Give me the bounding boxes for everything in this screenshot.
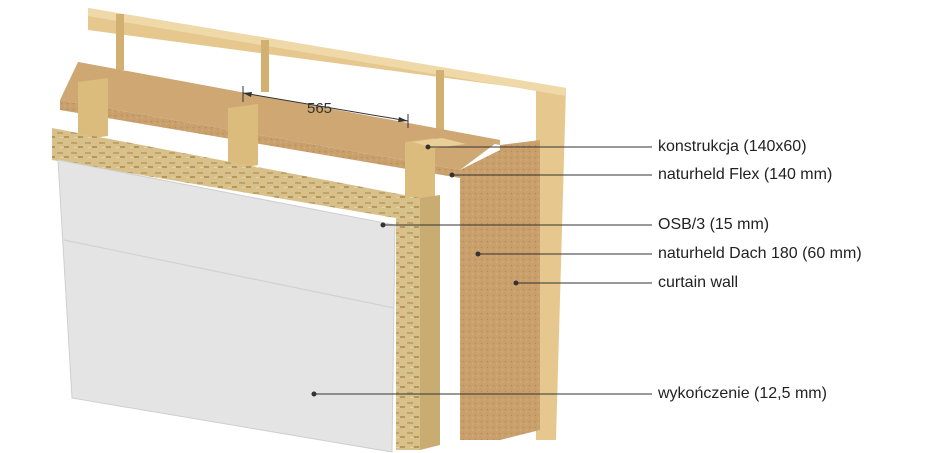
- dimension-565: [242, 86, 409, 128]
- dimension-label: 565: [307, 100, 333, 117]
- leader-lines: [311, 144, 652, 397]
- label-flex: naturheld Flex (140 mm): [658, 166, 833, 183]
- gypsum-board: [57, 159, 396, 453]
- label-osb: OSB/3 (15 mm): [658, 216, 770, 233]
- curtain-wall-board: [88, 8, 566, 440]
- flex-insulation-layer: [60, 62, 500, 440]
- studs: [78, 78, 466, 214]
- label-curtain: curtain wall: [658, 274, 739, 291]
- label-dach: naturheld Dach 180 (60 mm): [658, 245, 862, 262]
- osb-board: [52, 128, 440, 450]
- label-wykonczenie: wykończenie (12,5 mm): [658, 385, 827, 402]
- label-konstrukcja: konstrukcja (140x60): [658, 138, 807, 155]
